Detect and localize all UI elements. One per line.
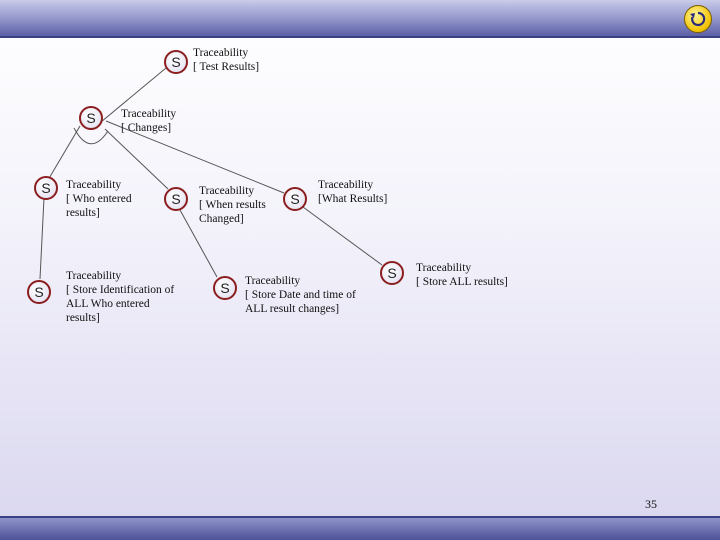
edge-changes-what-results (105, 120, 285, 194)
page-number: 35 (645, 497, 657, 511)
edge-who-entered-store-identification (39, 197, 45, 280)
label-what-results: Traceability [What Results] (318, 179, 388, 205)
edge-test-results-changes (100, 67, 167, 123)
node-changes: S (79, 106, 103, 130)
node-who-entered: S (34, 176, 58, 200)
label-changes: Traceability [ Changes] (121, 108, 177, 134)
edge-when-changed-store-date-time (179, 209, 218, 278)
node-when-changed: S (164, 187, 188, 211)
edge-changes-when-changed (104, 128, 169, 190)
node-store-date-time: S (213, 276, 237, 300)
header-bar (0, 0, 720, 38)
label-store-all-results: Traceability [ Store ALL results] (416, 262, 508, 288)
label-when-changed: Traceability [ When results Changed] (199, 185, 266, 225)
label-who-entered: Traceability [ Who entered results] (66, 179, 132, 219)
node-store-all-results: S (380, 261, 404, 285)
changes-selection-arc (73, 127, 109, 145)
node-test-results: S (164, 50, 188, 74)
edge-what-results-store-all-results (302, 206, 383, 266)
label-test-results: Traceability [ Test Results] (193, 47, 260, 73)
label-store-date-time: Traceability [ Store Date and time of AL… (245, 275, 356, 315)
edge-changes-who-entered (47, 125, 81, 181)
refresh-arrow-icon[interactable] (684, 5, 712, 33)
footer-bar (0, 516, 720, 540)
label-store-identification: Traceability [ Store Identification of A… (66, 270, 175, 324)
node-store-identification: S (27, 280, 51, 304)
node-what-results: S (283, 187, 307, 211)
